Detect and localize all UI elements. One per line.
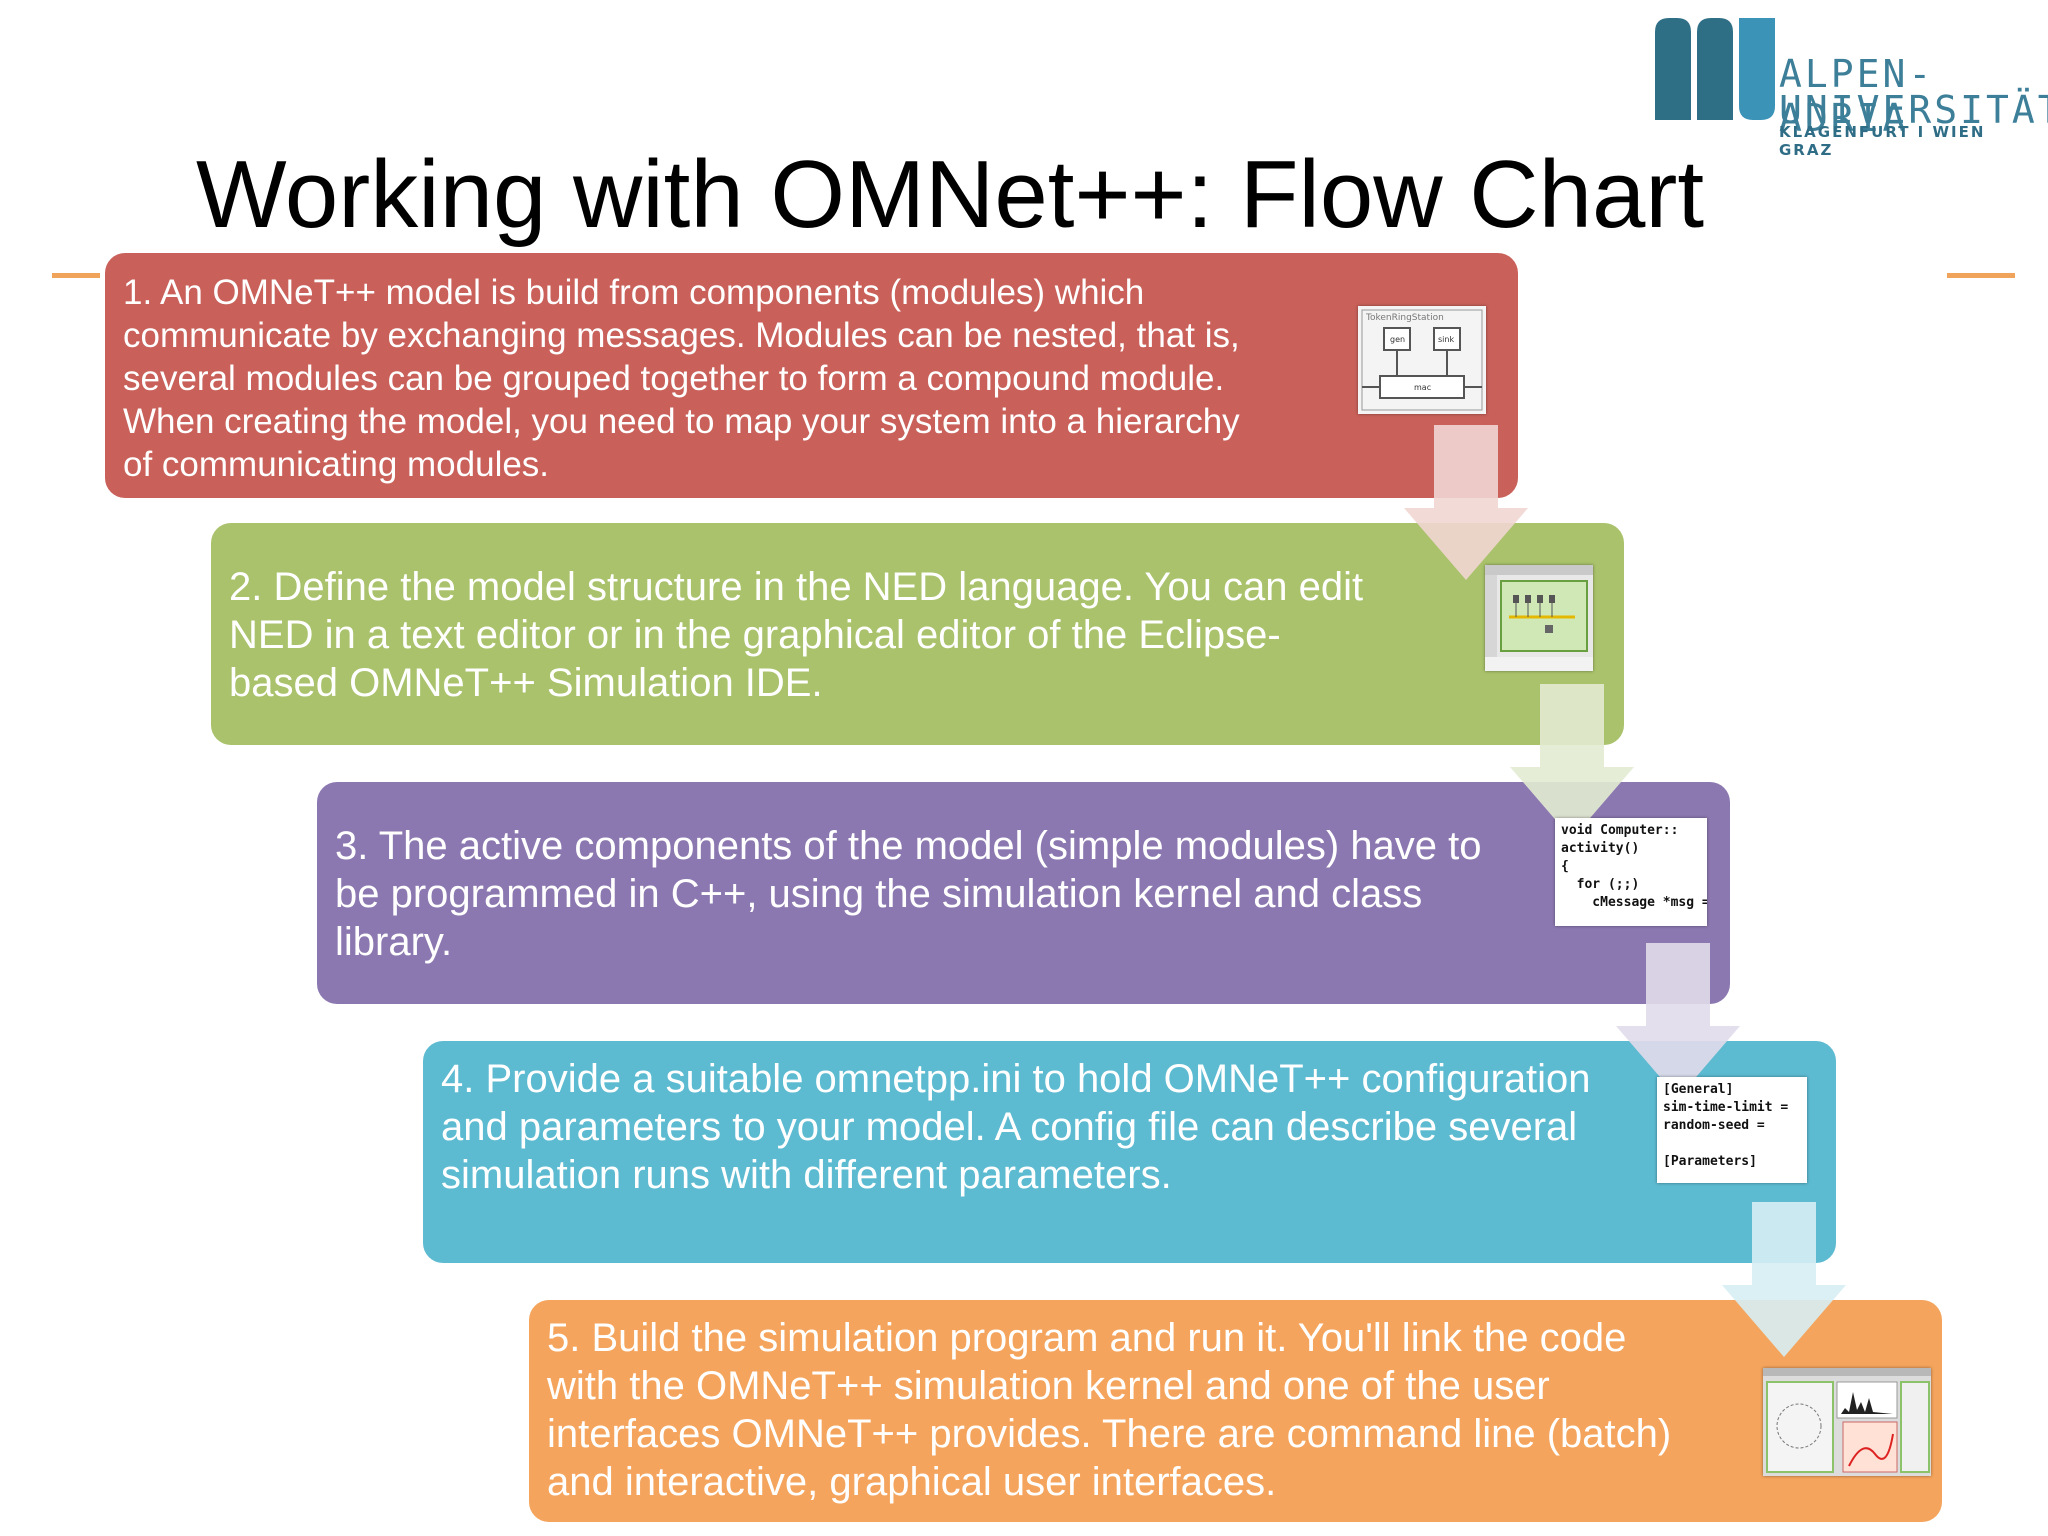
- svg-text:sink: sink: [1438, 335, 1454, 344]
- module-diagram-thumbnail: TokenRingStation gen sink mac: [1358, 306, 1486, 414]
- step-2-box: 2. Define the model structure in the NED…: [211, 523, 1624, 745]
- step-5-text: 5. Build the simulation program and run …: [547, 1316, 1672, 1504]
- university-logo: ALPEN-ADRIA UNIVERSITÄT KLAGENFURT I WIE…: [1655, 18, 2048, 159]
- cpp-code-thumbnail: void Computer:: activity() { for (;;) cM…: [1555, 818, 1707, 926]
- flow-arrow-4-icon: [1722, 1202, 1846, 1357]
- slide-title: Working with OMNet++: Flow Chart: [196, 141, 1705, 248]
- ini-file-thumbnail: [General] sim-time-limit = random-seed =…: [1657, 1077, 1807, 1183]
- step-4-box: 4. Provide a suitable omnetpp.ini to hol…: [423, 1041, 1836, 1263]
- module-diagram-icon: TokenRingStation gen sink mac: [1361, 309, 1483, 411]
- svg-text:mac: mac: [1414, 383, 1431, 392]
- step-1-box: 1. An OMNeT++ model is build from compon…: [105, 253, 1518, 498]
- ned-editor-thumbnail: [1485, 565, 1593, 671]
- thumb1-label: TokenRingStation: [1365, 313, 1444, 323]
- gui-screenshot-icon: [1763, 1368, 1931, 1473]
- flow-arrow-3-icon: [1616, 943, 1740, 1098]
- step-4-text: 4. Provide a suitable omnetpp.ini to hol…: [441, 1057, 1591, 1197]
- left-accent-rule: [52, 273, 100, 278]
- step-5-box: 5. Build the simulation program and run …: [529, 1300, 1942, 1522]
- logo-bars-icon: [1655, 18, 1775, 120]
- flow-arrow-2-icon: [1510, 684, 1634, 839]
- svg-text:gen: gen: [1390, 335, 1405, 344]
- right-accent-rule: [1947, 273, 2015, 278]
- ned-editor-icon: [1485, 565, 1593, 671]
- flow-arrow-1-icon: [1404, 425, 1528, 580]
- cpp-code-snippet: void Computer:: activity() { for (;;) cM…: [1561, 823, 1707, 910]
- step-3-text: 3. The active components of the model (s…: [335, 824, 1482, 964]
- step-1-text: 1. An OMNeT++ model is build from compon…: [123, 273, 1240, 484]
- ini-code-snippet: [General] sim-time-limit = random-seed =…: [1663, 1082, 1789, 1169]
- logo-line-2: UNIVERSITÄT: [1779, 88, 2048, 132]
- step-3-box: 3. The active components of the model (s…: [317, 782, 1730, 1004]
- gui-screenshot-thumbnail: [1763, 1368, 1931, 1476]
- logo-line-1: ALPEN-ADRIA: [1779, 52, 1935, 140]
- logo-line-3: KLAGENFURT I WIEN GRAZ: [1779, 123, 1986, 159]
- step-2-text: 2. Define the model structure in the NED…: [229, 565, 1364, 705]
